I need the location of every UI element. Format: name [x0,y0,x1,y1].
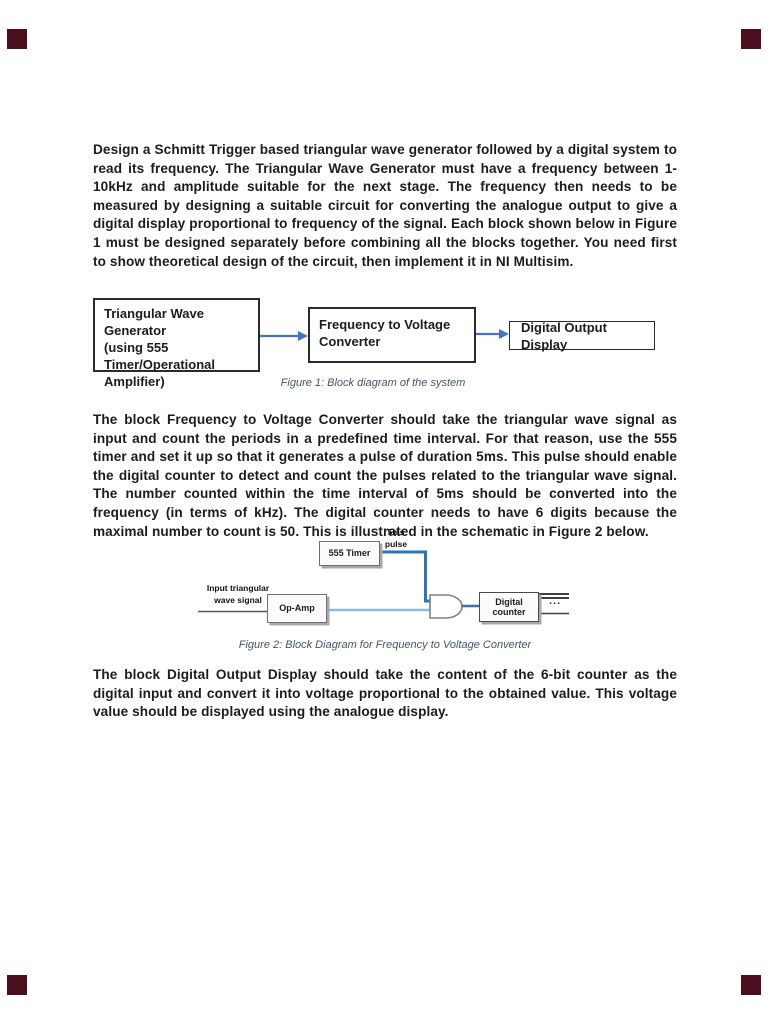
bus-ellipsis: ... [549,595,562,607]
pulse-duration-label: 5ms pulse [374,527,418,550]
block-label: Digital counter [492,597,525,618]
block-op-amp: Op-Amp [267,594,327,623]
input-label-line: wave signal [214,594,262,605]
corner-marker-top-right [741,29,761,49]
and-gate-icon [429,594,463,619]
arrow-head-icon [298,331,308,341]
counter-label-line: Digital [495,596,523,607]
block-triangular-wave-generator: Triangular Wave Generator (using 555 Tim… [93,298,260,389]
block-label: Digital Output Display [521,319,607,352]
block-digital-output-display: Digital Output Display [509,319,655,352]
block-label-line: Triangular Wave Generator [104,306,204,338]
input-label-line: Input triangular [206,583,270,593]
timer-pulse-wire [380,550,430,603]
counter-label-line: counter [492,607,526,617]
paragraph-digital-output-display: The block Digital Output Display should … [93,667,677,720]
figure1-caption: Figure 1: Block diagram of the system [280,377,466,389]
block-label-line: Timer/Operational [104,357,216,372]
block-label-line: Amplifier) [104,374,165,389]
corner-marker-bottom-right [741,975,761,995]
input-signal-label: Input triangular wave signal [196,583,280,606]
paragraph-frequency-converter: The block Frequency to Voltage Converter… [93,412,677,539]
block-label-line: Converter [319,334,381,349]
block-digital-counter: Digital counter [479,592,539,622]
corner-marker-bottom-left [7,975,27,995]
corner-marker-top-left [7,29,27,49]
arrow-head-icon [499,329,509,339]
figure2-caption: Figure 2: Block Diagram for Frequency to… [238,639,532,651]
block-label-line: Frequency to Voltage [319,317,451,332]
block-label-line: (using 555 [104,340,169,355]
paragraph-intro: Design a Schmitt Trigger based triangula… [93,142,677,269]
block-label: 555 Timer [328,548,371,559]
pulse-label-line: pulse [384,538,408,549]
pulse-label-line: 5ms [387,527,405,537]
block-555-timer: 555 Timer [319,541,380,566]
block-frequency-to-voltage-converter: Frequency to Voltage Converter [308,307,476,363]
block-label: Op-Amp [279,603,315,614]
